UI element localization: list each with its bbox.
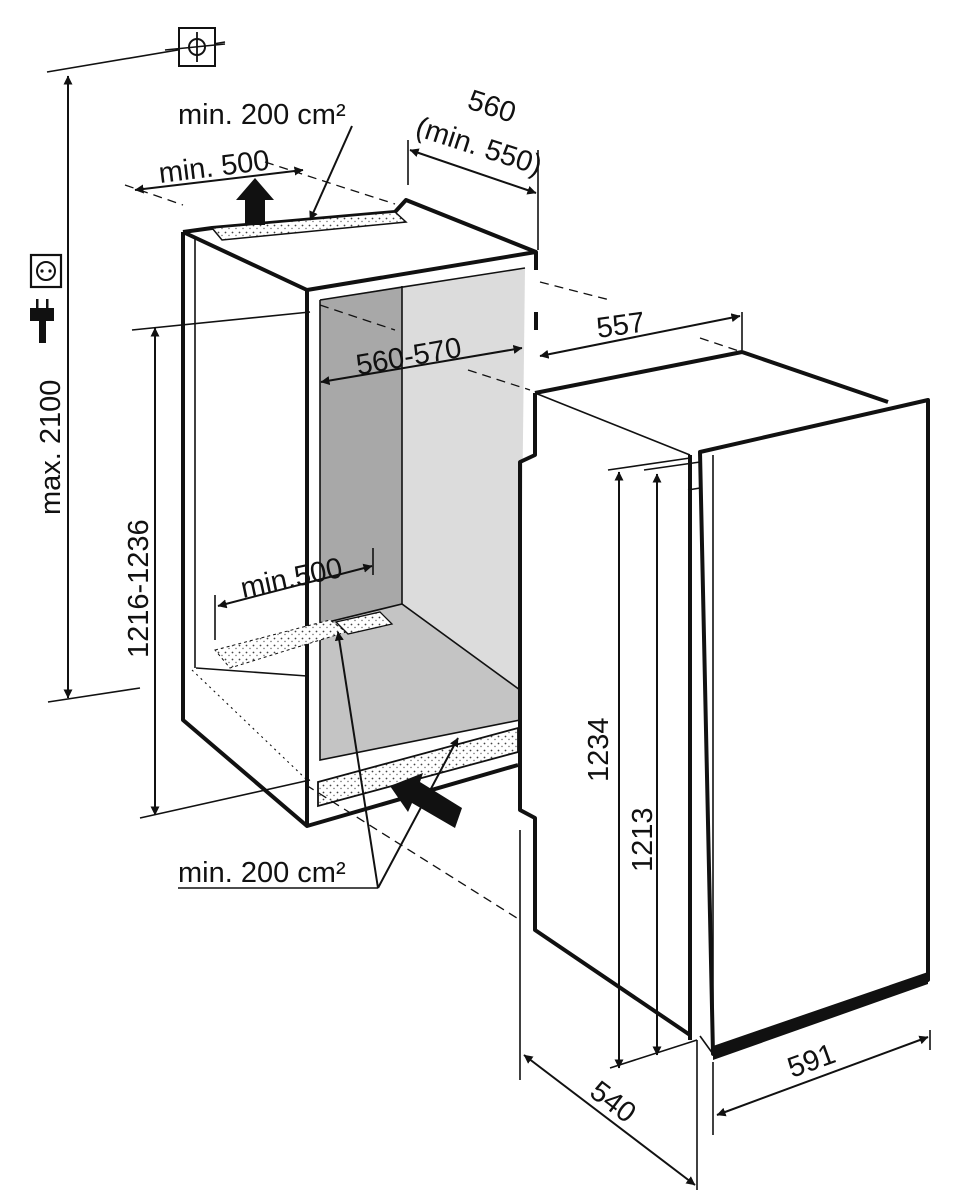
floor-vent-slot [334, 611, 394, 635]
plug-icon [30, 299, 54, 343]
top-vent-slot [210, 211, 408, 241]
niche-height-label: 1216-1236 [123, 519, 155, 658]
bottom-opening-depth-arrow [217, 563, 373, 609]
appliance-depth-label: 557 [595, 307, 647, 345]
niche-width-arrow [320, 344, 523, 386]
top-vent-leader [309, 125, 353, 221]
appliance-depth-arrow [539, 313, 741, 359]
appliance [518, 350, 930, 1060]
max-height-label: max. 2100 [35, 380, 67, 515]
door-width-arrow [716, 1035, 929, 1117]
door-width-label: 591 [783, 1038, 839, 1085]
airflow-arrow-up-icon [236, 178, 274, 225]
top-opening-depth-arrow [134, 166, 304, 194]
ceiling-outlet-icon [164, 27, 226, 67]
niche-depth-label: 560 [464, 84, 520, 129]
top-vent-area-label: min. 200 cm² [178, 99, 346, 131]
bottom-vent-leader-right [377, 737, 459, 889]
bottom-vent-leader-left [334, 631, 379, 889]
niche-depth-min-label: (min. 550) [412, 111, 546, 182]
appliance-height-label: 1234 [583, 717, 615, 782]
appliance-width-arrow [523, 1054, 696, 1186]
door-height-label: 1213 [627, 807, 659, 872]
niche-depth-arrow [409, 148, 537, 195]
dimension-arrows [63, 75, 929, 1186]
socket-icon [29, 253, 63, 289]
niche-floor [320, 604, 520, 760]
airflow-arrow-in-icon [390, 773, 462, 828]
bottom-vent-area-label: min. 200 cm² [178, 857, 346, 889]
appliance-width-label: 540 [584, 1075, 642, 1130]
